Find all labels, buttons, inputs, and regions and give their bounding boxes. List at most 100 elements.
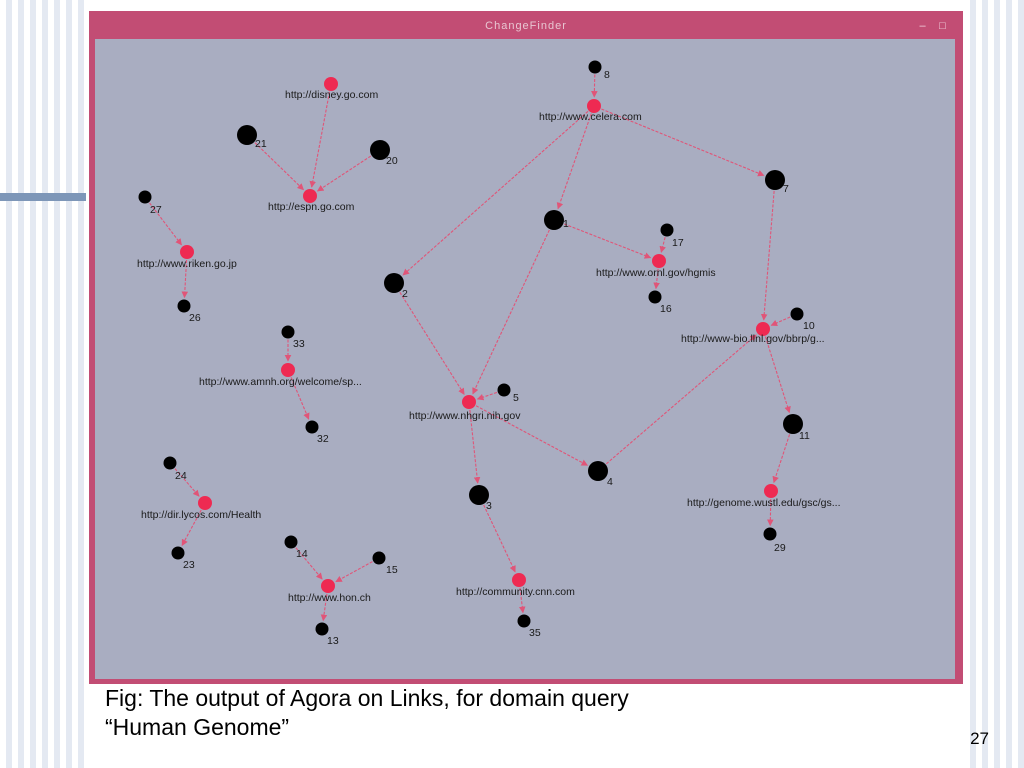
user-node-n1[interactable]: 1 xyxy=(544,210,569,230)
minimize-icon[interactable]: – xyxy=(919,20,926,32)
user-node-n17[interactable]: 17 xyxy=(660,223,684,250)
slide-accent-bar xyxy=(0,193,86,201)
site-dot[interactable] xyxy=(652,254,666,268)
site-node-hon[interactable]: http://www.hon.ch xyxy=(288,579,371,604)
user-node-n33[interactable]: 33 xyxy=(281,325,305,351)
site-node-wustl[interactable]: http://genome.wustl.edu/gsc/gs... xyxy=(687,484,841,509)
edge-n3-cnn xyxy=(483,504,516,573)
edge-ammh-n32 xyxy=(290,377,310,420)
site-node-celera[interactable]: http://www.celera.com xyxy=(539,99,642,123)
edge-n1-ornl xyxy=(564,223,652,259)
site-node-ammh[interactable]: http://www.amnh.org/welcome/sp... xyxy=(199,363,362,388)
user-dot[interactable] xyxy=(384,273,404,293)
user-node-n24[interactable]: 24 xyxy=(163,456,187,483)
user-node-n2[interactable]: 2 xyxy=(384,273,408,300)
edge-celera-n2 xyxy=(402,110,589,276)
edge-n20-espn xyxy=(316,155,372,192)
user-dot[interactable] xyxy=(305,420,319,434)
user-dot[interactable] xyxy=(372,551,386,565)
user-node-n15[interactable]: 15 xyxy=(372,551,398,577)
user-dot[interactable] xyxy=(588,60,602,74)
site-dot[interactable] xyxy=(180,245,194,259)
user-node-n10[interactable]: 10 xyxy=(790,307,815,333)
user-dot[interactable] xyxy=(517,614,531,628)
site-dot[interactable] xyxy=(512,573,526,587)
user-node-n4[interactable]: 4 xyxy=(588,461,613,488)
site-dot[interactable] xyxy=(764,484,778,498)
site-url-label: http://www.nhgri.nih.gov xyxy=(409,410,521,422)
user-dot[interactable] xyxy=(163,456,177,470)
user-id-label: 35 xyxy=(529,627,541,639)
user-id-label: 23 xyxy=(183,559,195,571)
window-titlebar[interactable]: ChangeFinder – □ xyxy=(89,11,963,39)
site-node-riken[interactable]: http://www.riken.go.jp xyxy=(137,245,237,270)
user-id-label: 32 xyxy=(317,433,329,445)
user-node-n13[interactable]: 13 xyxy=(315,622,339,648)
site-dot[interactable] xyxy=(321,579,335,593)
site-dot[interactable] xyxy=(756,322,770,336)
user-id-label: 8 xyxy=(604,69,610,81)
maximize-icon[interactable]: □ xyxy=(939,20,946,32)
edge-n10-llnl xyxy=(770,316,791,326)
user-dot[interactable] xyxy=(281,325,295,339)
user-node-n26[interactable]: 26 xyxy=(177,299,201,325)
user-dot[interactable] xyxy=(765,170,785,190)
edge-n17-ornl xyxy=(659,237,666,253)
site-dot[interactable] xyxy=(462,395,476,409)
site-url-label: http://www.celera.com xyxy=(539,111,642,123)
site-dot[interactable] xyxy=(303,189,317,203)
edge-n21-espn xyxy=(254,142,305,191)
user-dot[interactable] xyxy=(469,485,489,505)
site-dot[interactable] xyxy=(324,77,338,91)
user-node-n8[interactable]: 8 xyxy=(588,60,611,82)
background-stripes-left xyxy=(0,0,85,768)
user-dot[interactable] xyxy=(544,210,564,230)
site-dot[interactable] xyxy=(587,99,601,113)
user-dot[interactable] xyxy=(315,622,329,636)
user-dot[interactable] xyxy=(783,414,803,434)
user-dot[interactable] xyxy=(648,290,662,304)
user-node-n5[interactable]: 5 xyxy=(497,383,520,405)
window-title: ChangeFinder xyxy=(485,20,567,32)
user-node-n29[interactable]: 29 xyxy=(763,527,786,555)
user-dot[interactable] xyxy=(660,223,674,237)
edge-n7-llnl xyxy=(760,190,775,321)
site-node-cnn[interactable]: http://community.cnn.com xyxy=(456,573,575,598)
site-node-lycos[interactable]: http://dir.lycos.com/Health xyxy=(141,496,261,521)
site-node-nhgri[interactable]: http://www.nhgri.nih.gov xyxy=(409,395,521,422)
user-dot[interactable] xyxy=(237,125,257,145)
site-node-llnl[interactable]: http://www-bio.llnl.gov/bbrp/g... xyxy=(681,322,825,345)
site-node-disney[interactable]: http://disney.go.com xyxy=(285,77,378,101)
user-dot[interactable] xyxy=(171,546,185,560)
site-url-label: http://www.ornl.gov/hgmis xyxy=(596,267,716,279)
user-id-label: 20 xyxy=(386,155,398,167)
site-node-espn[interactable]: http://espn.go.com xyxy=(268,189,355,213)
site-dot[interactable] xyxy=(198,496,212,510)
user-dot[interactable] xyxy=(790,307,804,321)
site-node-ornl[interactable]: http://www.ornl.gov/hgmis xyxy=(596,254,716,279)
user-node-n27[interactable]: 27 xyxy=(138,190,162,217)
user-node-n14[interactable]: 14 xyxy=(284,535,308,561)
user-id-label: 3 xyxy=(486,500,492,512)
site-url-label: http://www.amnh.org/welcome/sp... xyxy=(199,376,362,388)
user-node-n21[interactable]: 21 xyxy=(237,125,267,150)
user-node-n3[interactable]: 3 xyxy=(469,485,492,512)
user-dot[interactable] xyxy=(497,383,511,397)
user-node-n35[interactable]: 35 xyxy=(517,614,541,640)
site-dot[interactable] xyxy=(281,363,295,377)
user-node-n20[interactable]: 20 xyxy=(370,140,398,167)
user-dot[interactable] xyxy=(138,190,152,204)
user-node-n16[interactable]: 16 xyxy=(648,290,672,316)
user-node-n32[interactable]: 32 xyxy=(305,420,329,446)
user-node-n11[interactable]: 11 xyxy=(783,414,810,442)
edge-n2-nhgri xyxy=(399,292,465,395)
user-dot[interactable] xyxy=(370,140,390,160)
user-dot[interactable] xyxy=(177,299,191,313)
edge-nhgri-n4 xyxy=(475,405,589,466)
user-dot[interactable] xyxy=(763,527,777,541)
user-node-n7[interactable]: 7 xyxy=(765,170,789,195)
user-node-n23[interactable]: 23 xyxy=(171,546,195,572)
user-dot[interactable] xyxy=(284,535,298,549)
user-dot[interactable] xyxy=(588,461,608,481)
